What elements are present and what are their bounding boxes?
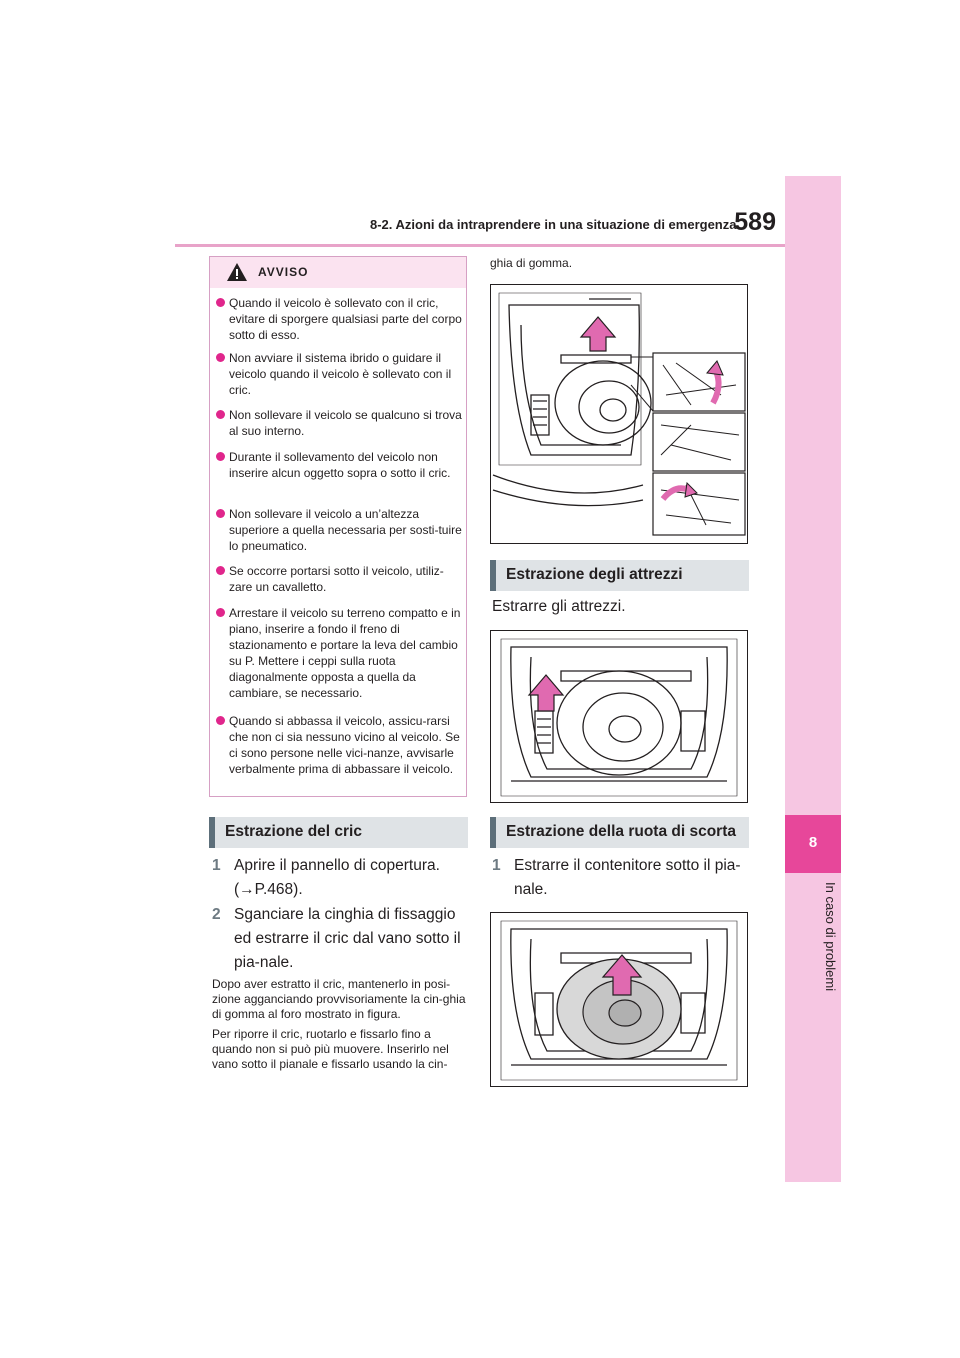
up-arrow-icon: [579, 316, 617, 352]
figure-jack-removal: [490, 284, 748, 544]
bullet-dot-icon: [216, 353, 225, 362]
warning-item: Non sollevare il veicolo a un’altezza su…: [216, 506, 464, 554]
warning-item: Quando il veicolo è sollevato con il cri…: [216, 295, 464, 343]
warning-item: Non avviare il sistema ibrido o guidare …: [216, 350, 464, 398]
warning-item-text: Se occorre portarsi sotto il veicolo, ut…: [229, 564, 444, 594]
warning-item-text: Non sollevare il veicolo se qualcuno si …: [229, 408, 462, 438]
up-arrow-icon: [527, 674, 565, 712]
warning-item: Durante il sollevamento del veicolo non …: [216, 449, 464, 481]
step-item: 2 Sganciare la cinghia di fissaggio ed e…: [212, 903, 470, 975]
chapter-tab-active[interactable]: [785, 815, 841, 873]
bullet-dot-icon: [216, 509, 225, 518]
bullet-dot-icon: [216, 298, 225, 307]
warning-header: [210, 257, 466, 288]
step-item: 1 Estrarre il contenitore sotto il pia-n…: [492, 854, 750, 902]
warning-item-text: Non avviare il sistema ibrido o guidare …: [229, 351, 452, 397]
figure-tools-removal: [490, 630, 748, 803]
figure-spare-drawing: [500, 920, 738, 1081]
section-header-text: Estrazione del cric: [225, 823, 362, 840]
section-header-text: Estrazione degli attrezzi: [506, 566, 683, 583]
warning-item: Non sollevare il veicolo se qualcuno si …: [216, 407, 464, 439]
warning-item-text: Arrestare il veicolo su terreno compatto…: [229, 606, 461, 700]
chapter-tab-strip: [785, 176, 841, 1182]
warning-item: Quando si abbassa il veicolo, assicu-rar…: [216, 713, 464, 777]
bullet-dot-icon: [216, 410, 225, 419]
section-header-jack: Estrazione del cric: [209, 817, 468, 848]
step-number: 1: [492, 857, 501, 874]
note-paragraph: Dopo aver estratto il cric, mantenerlo i…: [212, 977, 466, 1021]
header-rule: [175, 244, 785, 247]
figure-jack-drawing: [492, 292, 746, 536]
chapter-number: 8: [808, 834, 818, 851]
step-text: Estrarre il contenitore sotto il pia-nal…: [514, 857, 741, 898]
step-number: 2: [212, 906, 221, 923]
section-header-tools: Estrazione degli attrezzi: [490, 560, 749, 591]
warning-item: Arrestare il veicolo su terreno compatto…: [216, 605, 464, 701]
note-paragraph-continued: ghia di gomma.: [490, 256, 573, 270]
chapter-title: In caso di problemi: [823, 882, 838, 992]
note-paragraph: Per riporre il cric, ruotarlo e fissarlo…: [212, 1027, 449, 1071]
section-header-spare: Estrazione della ruota di scorta: [490, 817, 749, 848]
warning-item-text: Non sollevare il veicolo a un’altezza su…: [229, 507, 462, 553]
page-number: 589: [734, 208, 776, 236]
instruction-text-span: Estrarre gli attrezzi.: [492, 598, 626, 615]
warning-triangle-icon: [227, 263, 247, 281]
bullet-dot-icon: [216, 716, 225, 725]
warning-item-text: Quando si abbassa il veicolo, assicu-rar…: [229, 714, 460, 776]
warning-title: AVVISO: [258, 265, 309, 279]
warning-item: Se occorre portarsi sotto il veicolo, ut…: [216, 563, 464, 595]
figure-tools-drawing: [500, 638, 738, 797]
section-title: 8-2. Azioni da intraprendere in una situ…: [370, 217, 737, 232]
warning-item-text: Quando il veicolo è sollevato con il cri…: [229, 296, 462, 342]
bullet-dot-icon: [216, 566, 225, 575]
bullet-dot-icon: [216, 608, 225, 617]
bullet-dot-icon: [216, 452, 225, 461]
step-number: 1: [212, 857, 221, 874]
warning-item-text: Durante il sollevamento del veicolo non …: [229, 450, 451, 480]
step-text: Aprire il pannello di copertura. (→P.468…: [234, 857, 440, 898]
warning-box: [209, 256, 467, 797]
figure-spare-removal: [490, 912, 748, 1087]
section-header-text: Estrazione della ruota di scorta: [506, 823, 736, 840]
step-item: 1 Aprire il pannello di copertura. (→P.4…: [212, 854, 470, 902]
up-arrow-icon: [601, 954, 643, 996]
step-text: Sganciare la cinghia di fissaggio ed est…: [234, 906, 461, 971]
instruction-text: Estrarre gli attrezzi.: [492, 595, 750, 619]
